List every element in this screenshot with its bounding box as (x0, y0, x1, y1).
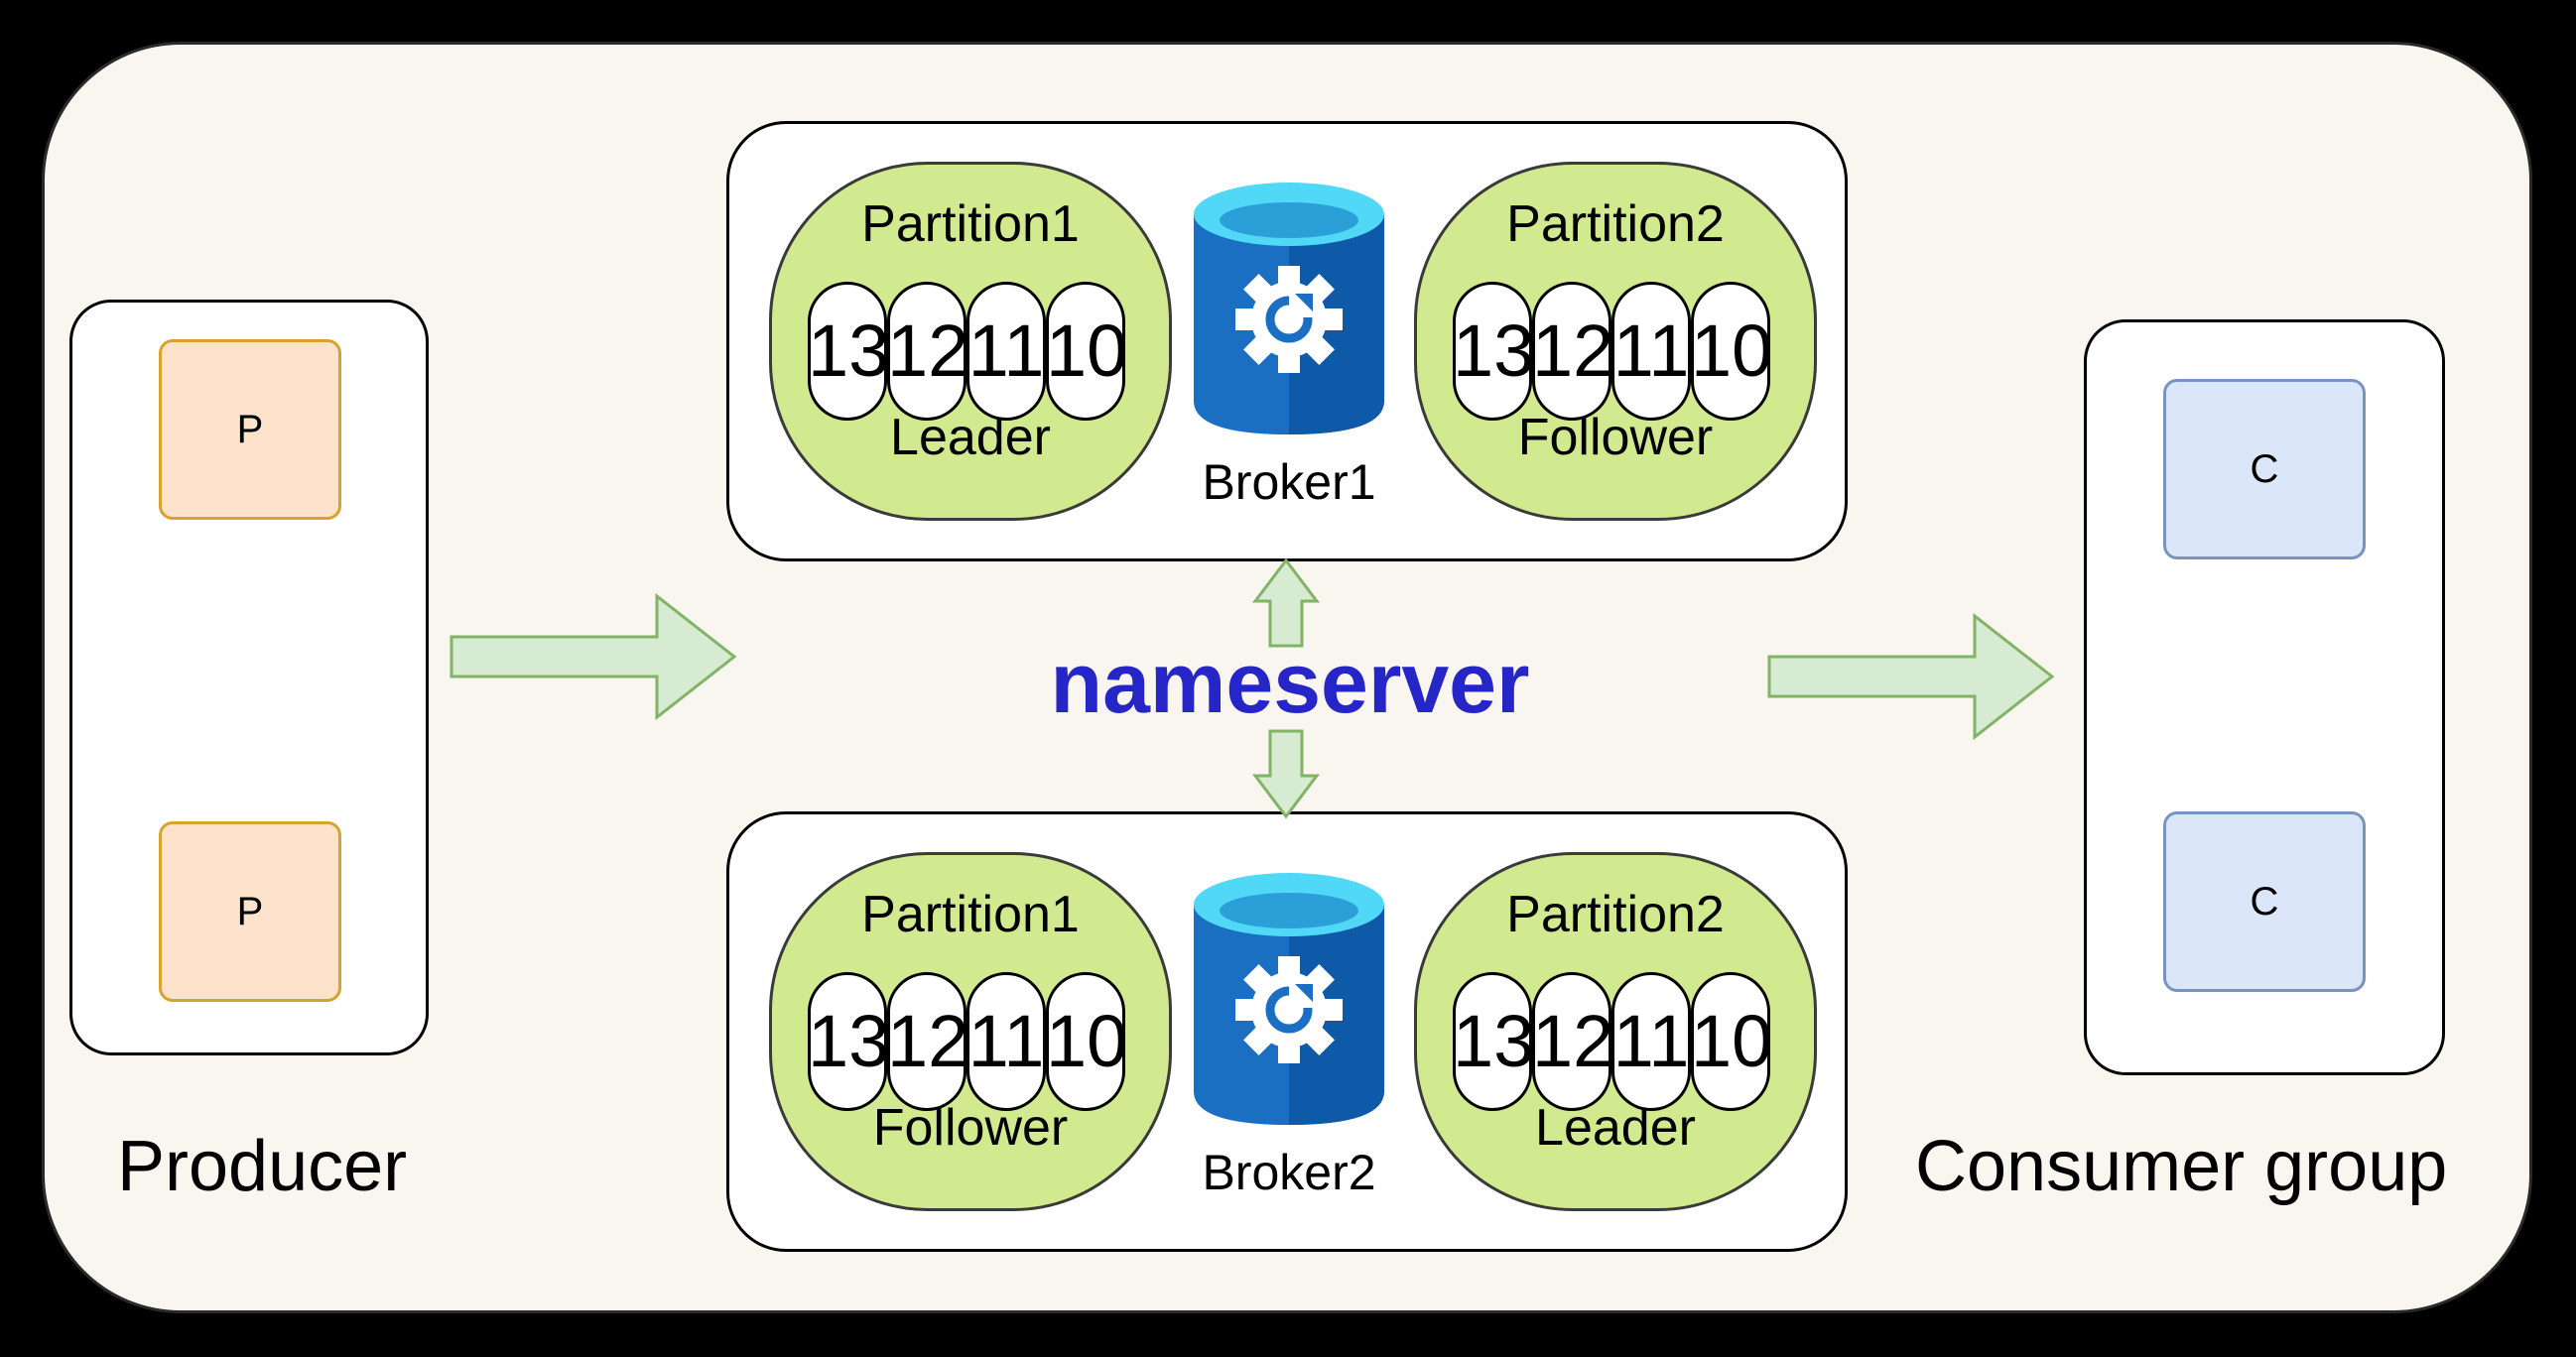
partition-title: Partition1 (861, 195, 1080, 253)
offset-cell (1611, 282, 1691, 421)
consumer-node-2[interactable]: C (2163, 811, 2366, 992)
offset-value: 12 (1532, 309, 1614, 392)
nameserver-label: nameserver (1050, 636, 1530, 731)
offset-value: 10 (1046, 1000, 1128, 1082)
offset-cell (887, 282, 966, 421)
offset-cell (1046, 972, 1125, 1111)
partition-role: Leader (1535, 1099, 1696, 1157)
offset-value: 11 (967, 1000, 1045, 1082)
producer-label: Producer (117, 1127, 408, 1206)
offset-cell (1611, 972, 1691, 1111)
offset-value: 12 (887, 1000, 969, 1082)
offset-cell (808, 282, 887, 421)
broker1-box: Partition1 13 12 11 10 Leader Partition2… (726, 121, 1848, 561)
broker2-box: Partition1 13 12 11 10 Follower Partitio… (726, 811, 1848, 1252)
database-gear-icon (1194, 873, 1384, 1125)
offset-value: 11 (967, 309, 1045, 392)
broker2-partition1: Partition1 13 12 11 10 Follower (769, 852, 1172, 1211)
offset-cell (1691, 972, 1770, 1111)
offset-value: 12 (887, 309, 969, 392)
nameserver-to-broker1-arrow-icon (1252, 557, 1320, 648)
broker2-partition2: Partition2 13 12 11 10 Leader (1414, 852, 1817, 1211)
brokers-to-consumers-arrow-icon (1767, 612, 2055, 741)
consumer-node-1[interactable]: C (2163, 379, 2366, 559)
offset-value: 10 (1691, 1000, 1773, 1082)
broker2-label: Broker2 (1202, 1145, 1376, 1200)
offset-cell (1532, 972, 1611, 1111)
offset-value: 13 (808, 309, 890, 392)
partition-role: Follower (1517, 409, 1714, 466)
offset-cell (1532, 282, 1611, 421)
offset-value: 13 (1453, 309, 1535, 392)
partition-role: Leader (890, 409, 1051, 466)
nameserver-to-broker2-arrow-icon (1252, 729, 1320, 819)
offset-cell (1691, 282, 1770, 421)
offset-value: 10 (1046, 309, 1128, 392)
offset-value: 10 (1691, 309, 1773, 392)
offset-value: 12 (1532, 1000, 1614, 1082)
partition-title: Partition2 (1506, 886, 1725, 943)
consumer-group-label: Consumer group (1915, 1127, 2448, 1206)
offset-cell (1046, 282, 1125, 421)
broker1-partition2: Partition2 13 12 11 10 Follower (1414, 162, 1817, 521)
offset-cell (887, 972, 966, 1111)
partition-title: Partition1 (861, 886, 1080, 943)
producer-node-1[interactable]: P (159, 339, 341, 520)
offset-cell (1453, 282, 1532, 421)
producer-node-2[interactable]: P (159, 821, 341, 1002)
broker1-partition1: Partition1 13 12 11 10 Leader (769, 162, 1172, 521)
offset-cell (966, 282, 1046, 421)
offset-value: 13 (808, 1000, 890, 1082)
offset-value: 13 (1453, 1000, 1535, 1082)
offset-value: 11 (1612, 309, 1690, 392)
offset-value: 11 (1612, 1000, 1690, 1082)
offset-cell (808, 972, 887, 1111)
broker1-label: Broker1 (1202, 454, 1376, 510)
database-gear-icon (1194, 183, 1384, 434)
producer-to-brokers-arrow-icon (450, 592, 737, 721)
partition-role: Follower (872, 1099, 1069, 1157)
offset-cell (1453, 972, 1532, 1111)
offset-cell (966, 972, 1046, 1111)
partition-title: Partition2 (1506, 195, 1725, 253)
